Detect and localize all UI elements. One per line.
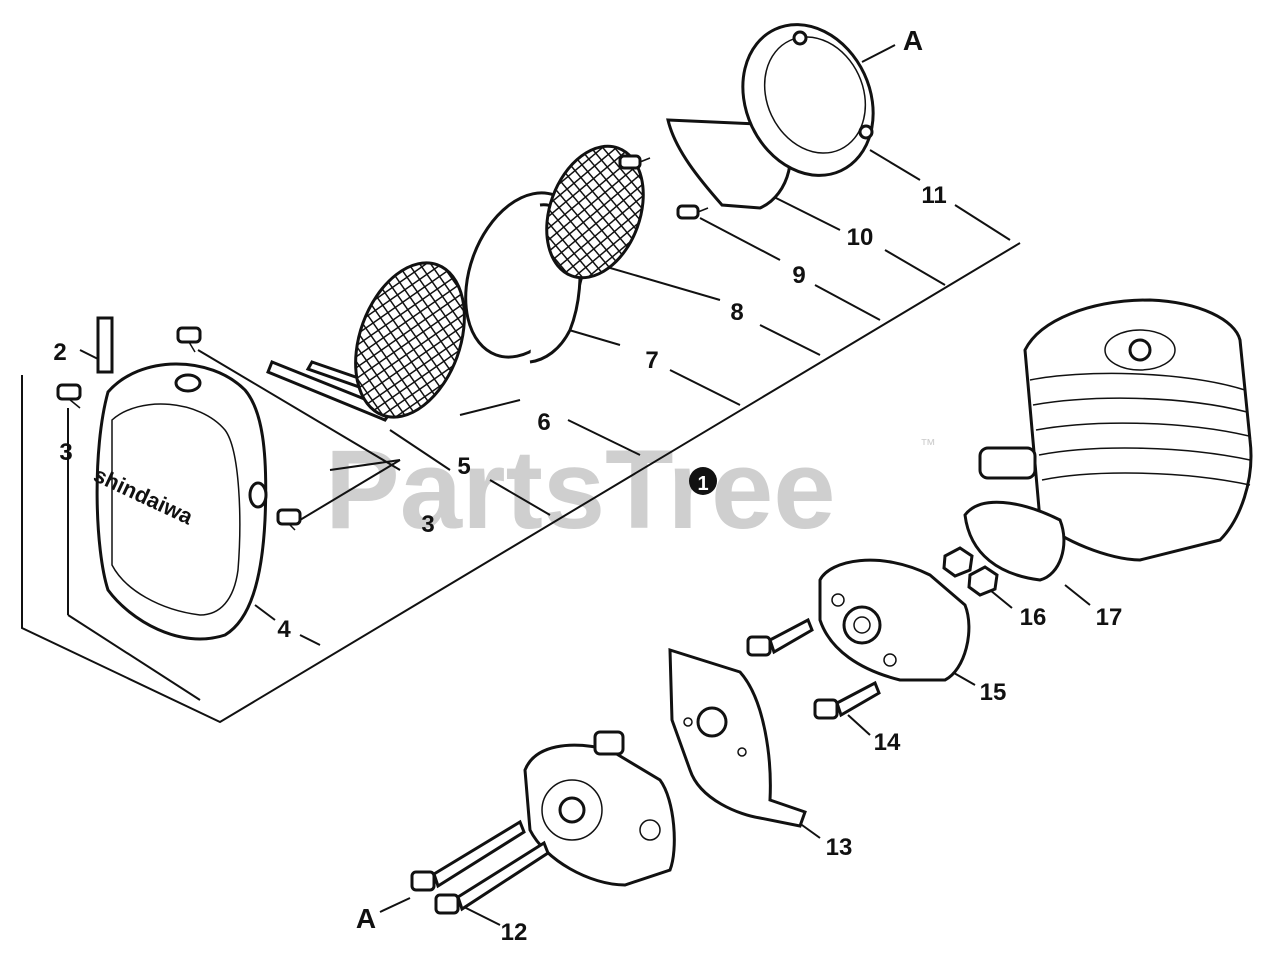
callout-14[interactable]: 14 [874, 729, 901, 756]
filter-screen-icon [545, 144, 645, 280]
callout-8[interactable]: 8 [730, 299, 743, 326]
callout-16[interactable]: 16 [1020, 604, 1047, 631]
screw-icon [676, 204, 709, 220]
callout-6[interactable]: 6 [537, 409, 550, 436]
long-bolt-icon [410, 819, 526, 892]
screw-icon [618, 154, 651, 170]
bolt-icon [813, 680, 881, 720]
watermark-trademark: ™ [920, 437, 936, 454]
label-strip [96, 316, 114, 374]
assembly-frame [21, 242, 1021, 724]
callout-3[interactable]: 3 [421, 511, 434, 538]
filter-base-icon [741, 23, 875, 177]
callout-15[interactable]: 15 [980, 679, 1007, 706]
carburetor-gasket-icon [668, 647, 807, 828]
callout-17[interactable]: 17 [1096, 604, 1123, 631]
screw-icon [176, 326, 202, 353]
callout-9[interactable]: 9 [792, 262, 805, 289]
screw-icon [276, 508, 302, 531]
nut-icon [967, 565, 999, 597]
air-filter-cover-icon: shindaiwa [90, 362, 268, 641]
callout-4[interactable]: 4 [277, 616, 291, 643]
callout-10[interactable]: 10 [847, 224, 874, 251]
long-bolt-icon [434, 840, 550, 915]
carburetor-icon [523, 730, 676, 887]
filter-screen-icon [354, 261, 466, 419]
insulator-block-icon [818, 558, 971, 682]
watermark-text: PartsTree [325, 427, 836, 552]
callout-2[interactable]: 2 [53, 339, 66, 366]
cylinder-gasket-icon [963, 500, 1066, 582]
nut-icon [942, 546, 974, 578]
callout-13[interactable]: 13 [826, 834, 853, 861]
callout-11[interactable]: 11 [921, 182, 946, 209]
callout-5[interactable]: 5 [457, 453, 470, 480]
callout-1[interactable]: 1 [697, 473, 708, 495]
callout-1-badge [689, 467, 717, 495]
callout-3[interactable]: 3 [59, 439, 72, 466]
reference-letter-top: A [903, 25, 923, 56]
screw-icon [56, 383, 82, 409]
reference-letter-bottom: A [356, 903, 376, 934]
callout-7[interactable]: 7 [645, 347, 658, 374]
callout-12[interactable]: 12 [501, 919, 528, 946]
cylinder-icon [978, 298, 1253, 562]
bolt-icon [746, 617, 814, 657]
